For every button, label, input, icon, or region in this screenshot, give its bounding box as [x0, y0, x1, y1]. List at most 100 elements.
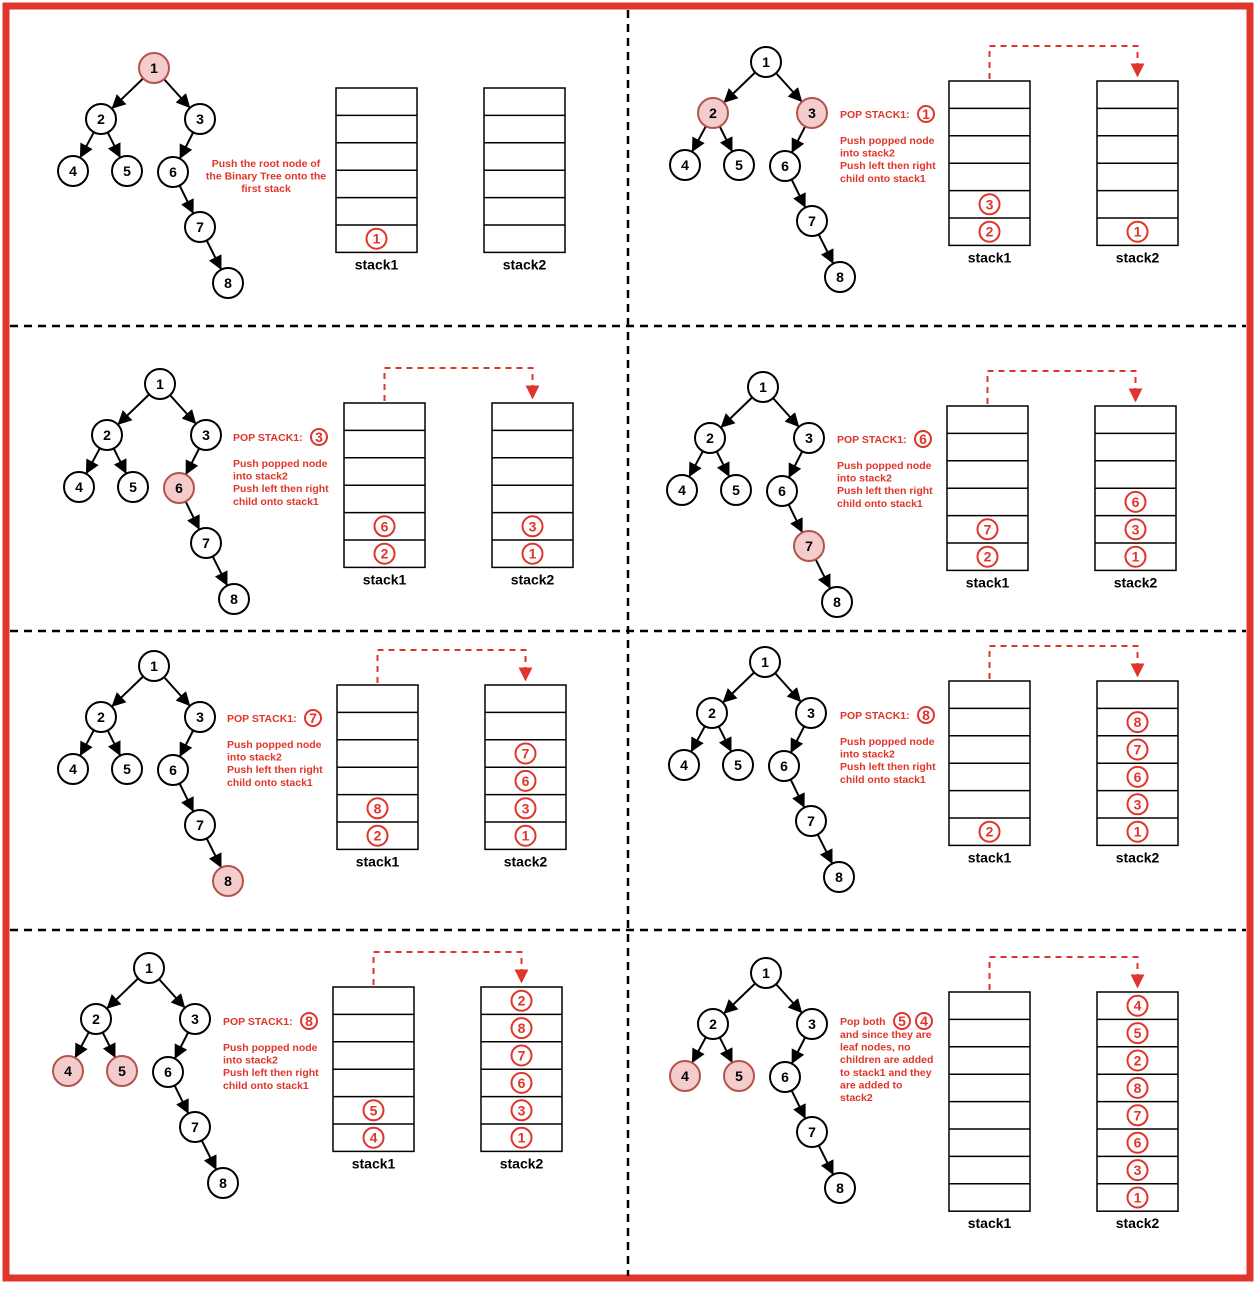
- tree-node-8: 8: [218, 583, 250, 615]
- popped-node: 6: [914, 430, 932, 448]
- popped-node: 7: [304, 709, 322, 727]
- tree-edge-2-5: [106, 131, 121, 158]
- tree-node-6: 6: [766, 475, 798, 507]
- description-line: Push popped node: [840, 736, 935, 748]
- tree-node-2: 2: [697, 97, 729, 129]
- stack1-label: stack1: [363, 571, 407, 587]
- tree-edge-3-6: [788, 450, 804, 478]
- tree-node-circle: [697, 1008, 729, 1040]
- stack2-item-ring: [521, 515, 544, 538]
- stack2-item-ring: [1126, 738, 1149, 761]
- tree-node-8: 8: [821, 586, 853, 618]
- stack1-item-label: 2: [381, 546, 389, 562]
- stack2-item-label: 6: [1134, 1135, 1142, 1151]
- tree-edge-2-5: [112, 447, 127, 474]
- stack2-item: 2: [1126, 1049, 1149, 1072]
- tree-node-label: 3: [807, 705, 815, 721]
- tree-node-7: 7: [795, 805, 827, 837]
- stack1-label: stack1: [968, 849, 1012, 865]
- tree-node-label: 2: [706, 430, 714, 446]
- tree-node-circle: [184, 809, 216, 841]
- stack1-item-label: 8: [374, 800, 382, 816]
- description-line: Push left then right: [223, 1067, 319, 1079]
- tree-node-2: 2: [91, 419, 123, 451]
- description-line: Push left then right: [837, 485, 933, 497]
- tree-edge-2-4: [688, 450, 704, 478]
- popped-node-label: 1: [922, 106, 930, 122]
- popped-node-label: 6: [919, 431, 927, 447]
- stack1-item-ring: [978, 820, 1001, 843]
- tree-node-circle: [821, 586, 853, 618]
- tree-edge-2-5: [718, 1036, 733, 1063]
- stack2-label: stack2: [500, 1155, 544, 1171]
- tree-edge-3-6: [790, 725, 806, 753]
- stack2-item: 8: [1126, 1076, 1149, 1099]
- tree-node-label: 3: [196, 111, 204, 127]
- tree-node-6: 6: [769, 150, 801, 182]
- tree-node-label: 1: [761, 654, 769, 670]
- stack2-item-ring: [1126, 994, 1149, 1017]
- stack2-item-label: 8: [518, 1020, 526, 1036]
- stack2-item: 3: [1126, 793, 1149, 816]
- description-line: children are added: [840, 1054, 933, 1066]
- stack2-item-ring: [1124, 518, 1147, 541]
- tree-node-label: 6: [175, 480, 183, 496]
- stack2-item: 1: [1124, 545, 1147, 568]
- stack2-item-label: 2: [1134, 1053, 1142, 1069]
- stack2-item-ring: [510, 1126, 533, 1149]
- tree-node-3: 3: [796, 1008, 828, 1040]
- tree-node-label: 8: [836, 1180, 844, 1196]
- stack2-item: 3: [1124, 518, 1147, 541]
- stack2-item: 7: [1126, 738, 1149, 761]
- stack2-item: 7: [514, 742, 537, 765]
- tree-node-circle: [106, 1055, 138, 1087]
- stack2-label: stack2: [503, 256, 547, 272]
- stack1-item: 7: [976, 518, 999, 541]
- tree-node-label: 2: [103, 427, 111, 443]
- stack2-item: 1: [1126, 220, 1149, 243]
- pop-label: POP STACK1:: [840, 109, 910, 121]
- tree-node-4: 4: [52, 1055, 84, 1087]
- stack1-item-label: 2: [984, 549, 992, 565]
- tree-node-5: 5: [720, 474, 752, 506]
- tree-edge-2-4: [690, 725, 706, 753]
- tree-node-label: 3: [196, 709, 204, 725]
- description-line: into stack2: [227, 752, 282, 764]
- popped-node-label: 8: [922, 707, 930, 723]
- tree-edge-2-4: [85, 447, 101, 475]
- stack1-item: 2: [366, 824, 389, 847]
- tree-edge-7-8: [817, 233, 834, 264]
- tree-node-label: 6: [164, 1064, 172, 1080]
- stack1-item-ring: [976, 545, 999, 568]
- tree-node-label: 1: [145, 960, 153, 976]
- stack2-item-ring: [510, 1044, 533, 1067]
- tree-node-label: 7: [196, 817, 204, 833]
- tree-node-label: 7: [202, 535, 210, 551]
- tree-node-circle: [796, 205, 828, 237]
- tree-node-7: 7: [179, 1111, 211, 1143]
- tree-node-label: 4: [75, 479, 83, 495]
- stack2-item-ring: [1126, 1104, 1149, 1127]
- tree-node-3: 3: [795, 697, 827, 729]
- tree-node-label: 1: [759, 379, 767, 395]
- tree-node-circle: [766, 475, 798, 507]
- tree-node-circle: [749, 646, 781, 678]
- popped-node: 1: [917, 105, 935, 123]
- stack2-item: 6: [510, 1071, 533, 1094]
- tree-edge-2-4: [79, 729, 95, 757]
- stack2-item-ring: [510, 1071, 533, 1094]
- stack2-label: stack2: [1116, 249, 1160, 265]
- stack1-item: 2: [978, 220, 1001, 243]
- popped-node: 4: [915, 1012, 933, 1030]
- tree-node-5: 5: [111, 155, 143, 187]
- tree-node-label: 8: [833, 594, 841, 610]
- tree-node-label: 4: [680, 757, 688, 773]
- description-line: into stack2: [840, 148, 895, 160]
